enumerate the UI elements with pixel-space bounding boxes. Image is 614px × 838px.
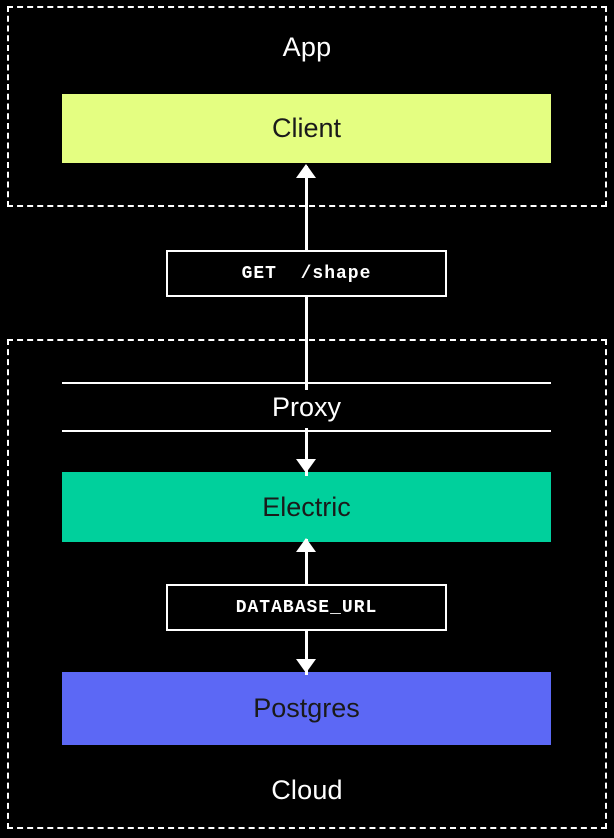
arrowhead-down-into-postgres (296, 659, 316, 673)
connector-get-to-proxy (305, 292, 308, 390)
edge-label-get-shape-text: GET /shape (241, 263, 372, 284)
node-proxy-label: Proxy (257, 393, 356, 421)
edge-label-database-url-text: DATABASE_URL (235, 597, 378, 618)
arrowhead-up-into-electric (296, 538, 316, 552)
region-cloud-label: Cloud (271, 775, 343, 805)
node-client-label: Client (271, 113, 342, 143)
region-app-label: App (282, 32, 332, 62)
node-proxy[interactable]: Proxy (62, 382, 551, 432)
connector-dburl-to-electric (305, 539, 308, 589)
node-client[interactable]: Client (62, 94, 551, 163)
arrowhead-down-into-electric (296, 459, 316, 473)
node-electric[interactable]: Electric (62, 472, 551, 542)
connector-dburl-to-postgres (305, 627, 308, 675)
arrowhead-up-into-client (296, 164, 316, 178)
node-postgres[interactable]: Postgres (62, 672, 551, 745)
node-postgres-label: Postgres (253, 693, 360, 723)
edge-label-get-shape[interactable]: GET /shape (166, 250, 447, 297)
edge-label-database-url[interactable]: DATABASE_URL (166, 584, 447, 631)
connector-proxy-to-electric (305, 428, 308, 476)
connector-get-to-client (305, 166, 308, 256)
node-electric-label: Electric (262, 491, 351, 522)
